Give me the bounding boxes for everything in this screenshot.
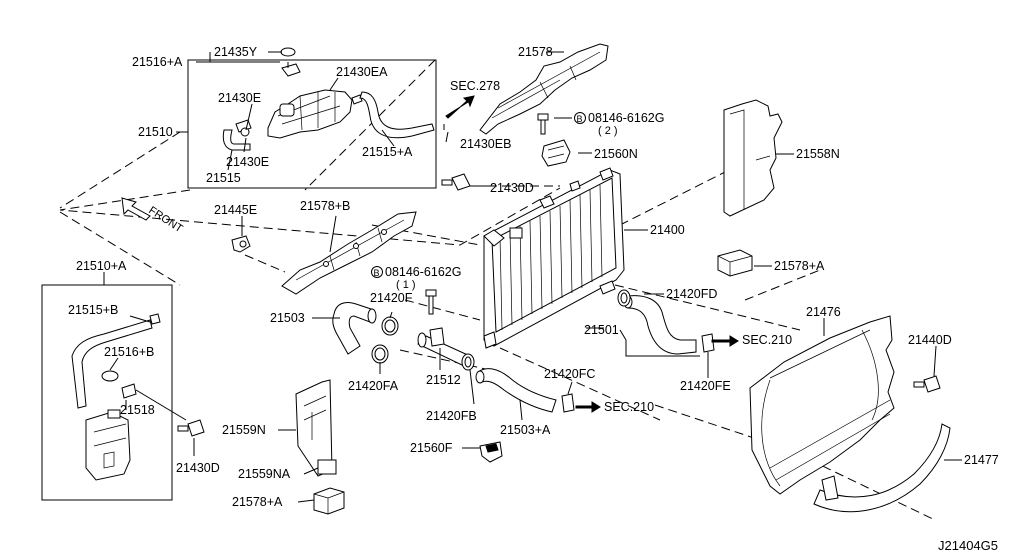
clamp-21420fb [461, 353, 475, 371]
label-21430ea: 21430EA [336, 65, 388, 79]
label-21430eb: 21430EB [460, 137, 511, 151]
connector-pipe-21512 [417, 327, 471, 367]
cap-seal-21435y [280, 47, 296, 57]
sec-278-arrow [445, 95, 475, 119]
clamp-21420fa [371, 344, 389, 364]
block-21578a-right [717, 249, 753, 277]
label-21578a-lower: 21578+A [232, 495, 283, 509]
label-bolt-lower-number: 08146-6162G [385, 265, 461, 279]
bolt-21430d-upper [441, 173, 471, 191]
front-direction-arrow [121, 197, 151, 221]
cap-21516b [101, 370, 119, 382]
reservoir-b-group-box [41, 284, 173, 501]
lower-hose-21503a [475, 368, 557, 413]
label-21516b: 21516+B [104, 345, 154, 359]
label-21400: 21400 [650, 223, 685, 237]
label-21503: 21503 [270, 311, 305, 325]
bracket-21560f [479, 441, 503, 463]
block-21578a-lower [313, 487, 345, 515]
upper-shroud-21578 [479, 43, 609, 135]
label-21559n: 21559N [222, 423, 266, 437]
bolt-21440d [913, 375, 941, 393]
side-shroud-21558n [723, 99, 783, 217]
clamp-21420fd [617, 289, 631, 307]
lower-shroud-21578b [281, 211, 417, 295]
hose-21515b [71, 313, 161, 409]
fan-shroud-lower-21477 [813, 423, 951, 513]
sec-210-arrow-lower [575, 401, 601, 413]
label-front: FRONT [146, 204, 185, 235]
label-bolt-b-upper: B [577, 114, 583, 124]
label-21430d-lower: 21430D [176, 461, 220, 475]
label-21430d-upper: 21430D [490, 181, 534, 195]
upper-hose-21503 [332, 301, 377, 355]
label-21420fc: 21420FC [544, 367, 595, 381]
label-21510a: 21510+A [76, 259, 127, 273]
label-21510: 21510 [138, 125, 173, 139]
sec-210-arrow-right [711, 335, 739, 347]
reservoir-group-box [187, 59, 437, 189]
reservoir-tank-21510a [85, 409, 131, 481]
radiator-21400 [483, 167, 625, 349]
label-bolt-upper-qty: ( 2 ) [598, 125, 618, 137]
label-bolt-upper-number: 08146-6162G [588, 111, 664, 125]
label-21477: 21477 [964, 453, 999, 467]
clip-21430e [240, 127, 250, 137]
clamp-21420f [381, 316, 399, 336]
label-21476: 21476 [806, 305, 841, 319]
label-21503a: 21503+A [500, 423, 551, 437]
label-21515a: 21515+A [362, 145, 413, 159]
reservoir-cap-21516a [281, 63, 301, 77]
hose-21515a [359, 91, 435, 139]
label-sec-210-right: SEC.210 [742, 333, 792, 347]
reservoir-tank-21510 [267, 89, 363, 139]
label-bolt-b-lower: B [374, 268, 380, 278]
label-sec-210-lower: SEC.210 [604, 400, 654, 414]
label-21558n: 21558N [796, 147, 840, 161]
label-21430e-lower: 21430E [226, 155, 269, 169]
bolt-08146-6162g-lower [425, 289, 437, 315]
diagram-code: J21404G5 [938, 538, 998, 553]
label-21420fd: 21420FD [666, 287, 717, 301]
label-21420fa: 21420FA [348, 379, 399, 393]
label-21559na: 21559NA [238, 467, 291, 481]
hose-21501 [623, 295, 697, 355]
label-21578a-right: 21578+A [774, 259, 825, 273]
label-21578b: 21578+B [300, 199, 350, 213]
clip-21445e [231, 235, 251, 253]
label-21578: 21578 [518, 45, 553, 59]
label-sec-278: SEC.278 [450, 79, 500, 93]
bolt-21430d-lower [177, 419, 205, 437]
bracket-21518 [121, 383, 137, 399]
label-21560n: 21560N [594, 147, 638, 161]
bracket-21560n [541, 139, 571, 167]
pad-21559na [317, 459, 337, 475]
label-21440d: 21440D [908, 333, 952, 347]
label-21516a: 21516+A [132, 55, 183, 69]
label-bolt-lower-qty: ( 1 ) [396, 279, 416, 291]
label-21420fe: 21420FE [680, 379, 731, 393]
fan-shroud-21476 [749, 315, 895, 495]
label-21515b: 21515+B [68, 303, 118, 317]
label-21560f: 21560F [410, 441, 453, 455]
label-21518: 21518 [120, 403, 155, 417]
clamp-21420fc [561, 393, 575, 413]
leader-lines [103, 51, 962, 503]
label-21501: 21501 [584, 323, 619, 337]
clamp-21420fe [701, 333, 715, 353]
bolt-08146-6162g-upper [537, 113, 549, 135]
label-21420fb: 21420FB [426, 409, 477, 423]
label-21420f: 21420F [370, 291, 413, 305]
label-21430e-upper: 21430E [218, 91, 261, 105]
label-21445e: 21445E [214, 203, 257, 217]
label-21435y: 21435Y [214, 45, 258, 59]
label-21515: 21515 [206, 171, 241, 185]
label-21512: 21512 [426, 373, 461, 387]
part-labels: 21516+A 21435Y 21430EA 21430E 21510 2143… [68, 45, 999, 553]
